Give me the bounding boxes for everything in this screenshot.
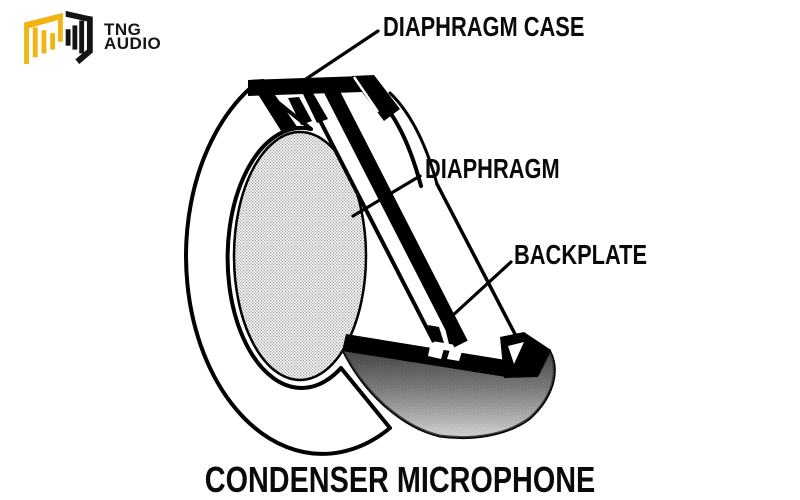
label-diaphragm-case: DIAPHRAGM CASE — [383, 11, 585, 42]
label-diaphragm: DIAPHRAGM — [425, 153, 560, 184]
diagram-title-row: CONDENSER MICROPHONE — [0, 462, 800, 498]
label-backplate: BACKPLATE — [514, 239, 648, 270]
equalizer-soundwave-logo-icon — [24, 10, 93, 65]
backplate-bar — [324, 86, 468, 348]
case-outer-wall — [339, 346, 556, 439]
tng-audio-logo: TNG AUDIO — [18, 8, 161, 66]
leader-backplate — [449, 260, 513, 319]
case-front-rim — [184, 82, 392, 456]
leader-lines — [295, 29, 513, 319]
logo-wordmark: TNG AUDIO — [104, 20, 162, 53]
logo-black-bars — [65, 10, 93, 65]
case-bottom-lip — [500, 332, 551, 378]
logo-yellow-bars — [24, 12, 63, 65]
leader-diaphragm-case — [295, 29, 380, 87]
diagram-title: CONDENSER MICROPHONE — [204, 459, 596, 500]
leader-diaphragm — [351, 174, 422, 218]
logo-line-2: AUDIO — [104, 34, 162, 53]
diaphragm-membrane-line — [309, 102, 436, 343]
diaphragm-clamp-notch — [288, 97, 312, 125]
diaphragm-face — [232, 130, 368, 382]
logo-line-1: TNG — [104, 20, 142, 39]
